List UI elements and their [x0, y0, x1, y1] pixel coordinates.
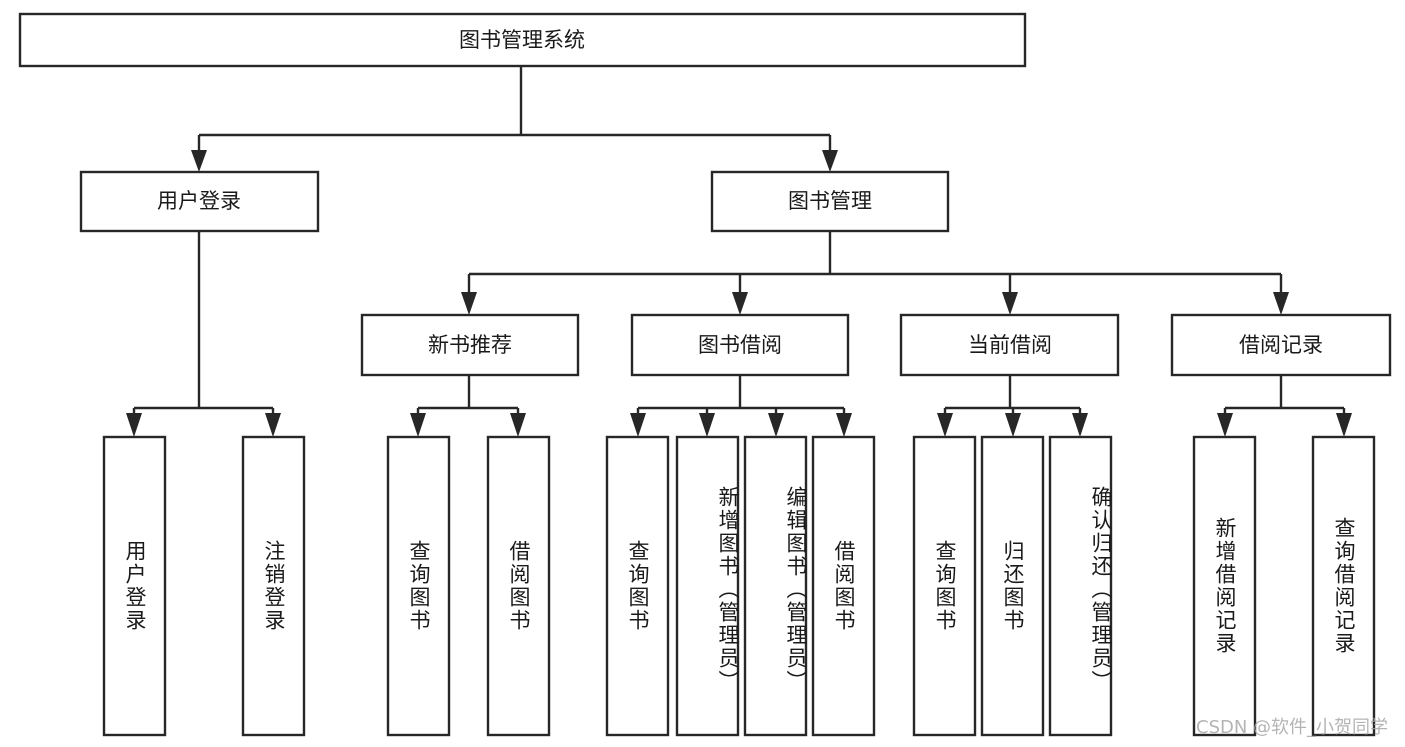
arrow-head-icon — [1072, 413, 1088, 437]
node-book-management[interactable]: 图书管理 — [710, 170, 950, 233]
arrow-head-icon — [191, 150, 207, 172]
arrow-head-icon — [732, 292, 748, 315]
leaf-box-current-borrow-1[interactable] — [980, 435, 1045, 737]
arrow-head-icon — [1217, 413, 1233, 437]
node-root[interactable]: 图书管理系统 — [18, 12, 1027, 68]
node-book-borrow-box[interactable] — [630, 313, 850, 377]
leaf-box-new-book-0[interactable] — [386, 435, 451, 737]
node-current-borrow[interactable]: 当前借阅 — [899, 313, 1120, 377]
arrow-head-icon — [410, 413, 426, 437]
node-borrow-record-box[interactable] — [1170, 313, 1392, 377]
leaf-box-current-borrow-0[interactable] — [912, 435, 977, 737]
connectors-newbook-to-leaves — [410, 375, 526, 437]
leaf-box-book-borrow-3[interactable] — [811, 435, 876, 737]
node-root-box[interactable] — [18, 12, 1027, 68]
csdn-watermark: CSDN @软件_小贺同学 — [1196, 717, 1389, 738]
leaf-box-current-borrow-2[interactable] — [1048, 435, 1113, 737]
leaf-box-borrow-record-1[interactable] — [1311, 435, 1376, 737]
connectors-borrowrecord-to-leaves — [1217, 375, 1352, 437]
arrow-head-icon — [510, 413, 526, 437]
node-borrow-record[interactable]: 借阅记录 — [1170, 313, 1392, 377]
node-borrow-record-label: 借阅记录 — [1239, 333, 1323, 357]
arrow-head-icon — [822, 150, 838, 172]
leaf-boxes-book-borrow — [605, 435, 876, 737]
node-user-login-label: 用户登录 — [157, 189, 241, 213]
leaf-box-new-book-1[interactable] — [486, 435, 551, 737]
node-current-borrow-label: 当前借阅 — [968, 333, 1052, 357]
arrow-head-icon — [265, 413, 281, 437]
leaf-box-book-borrow-2[interactable] — [743, 435, 808, 737]
node-current-borrow-box[interactable] — [899, 313, 1120, 377]
arrow-head-icon — [1336, 413, 1352, 437]
connectors-root-to-level2 — [191, 66, 838, 172]
node-user-login-box[interactable] — [79, 170, 320, 233]
node-root-label: 图书管理系统 — [459, 28, 585, 52]
leaf-box-book-borrow-1[interactable] — [675, 435, 740, 737]
arrow-head-icon — [1005, 413, 1021, 437]
node-book-management-label: 图书管理 — [788, 189, 872, 213]
node-new-book-recommend-box[interactable] — [360, 313, 580, 377]
connectors-bookborrow-to-leaves — [630, 375, 852, 437]
arrow-head-icon — [1002, 292, 1018, 315]
leaf-box-user-login-1[interactable] — [241, 435, 306, 737]
node-book-borrow-label: 图书借阅 — [698, 333, 782, 357]
arrow-head-icon — [699, 413, 715, 437]
arrow-head-icon — [1273, 292, 1289, 315]
leaf-box-user-login-0[interactable] — [102, 435, 167, 737]
leaf-boxes-borrow-record — [1192, 435, 1376, 737]
node-book-management-box[interactable] — [710, 170, 950, 233]
leaf-boxes-current-borrow — [912, 435, 1113, 737]
arrow-head-icon — [937, 413, 953, 437]
arrow-head-icon — [126, 413, 142, 437]
leaf-boxes-new-book-recommend — [386, 435, 551, 737]
arrow-head-icon — [630, 413, 646, 437]
leaf-box-book-borrow-0[interactable] — [605, 435, 670, 737]
node-book-borrow[interactable]: 图书借阅 — [630, 313, 850, 377]
connectors-currentborrow-to-leaves — [937, 375, 1088, 437]
node-user-login[interactable]: 用户登录 — [79, 170, 320, 233]
leaf-box-borrow-record-0[interactable] — [1192, 435, 1257, 737]
node-new-book-recommend[interactable]: 新书推荐 — [360, 313, 580, 377]
node-new-book-recommend-label: 新书推荐 — [428, 333, 512, 357]
arrow-head-icon — [836, 413, 852, 437]
arrow-head-icon — [768, 413, 784, 437]
connectors-level2-to-level3 — [461, 231, 1289, 315]
arrow-head-icon — [461, 292, 477, 315]
leaf-boxes-user-login — [102, 435, 306, 737]
connectors-userlogin-to-leaves — [126, 231, 281, 437]
